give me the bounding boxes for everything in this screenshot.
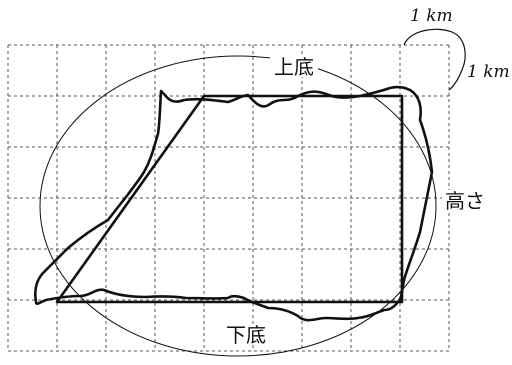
irregular-region-outline <box>33 85 434 322</box>
height-label: 高さ <box>442 190 488 212</box>
upper-base-label: 上底 <box>270 57 318 77</box>
trapezoid <box>55 94 404 304</box>
grid-unit-vertical-label: 1 km <box>467 62 510 82</box>
lower-base-label: 下底 <box>222 325 270 345</box>
grid-unit-horizontal-label: 1 km <box>410 6 453 26</box>
enclosing-ellipse <box>39 55 437 357</box>
grid <box>7 44 452 352</box>
grid-unit-arc <box>403 28 466 91</box>
